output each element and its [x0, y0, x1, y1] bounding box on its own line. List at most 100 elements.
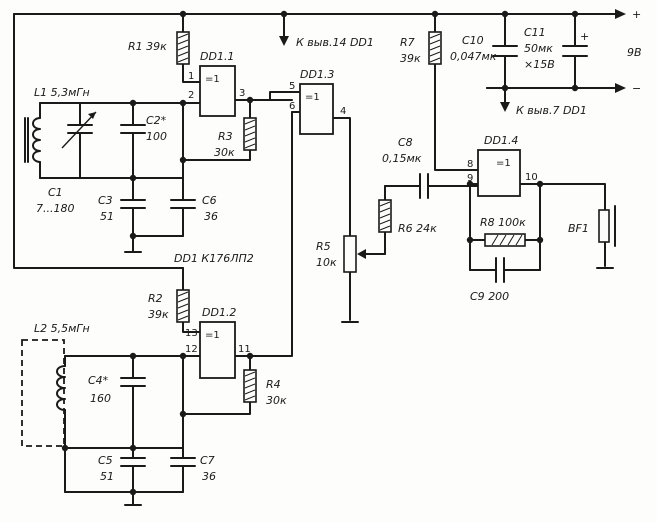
- component-ref: L1: [34, 86, 47, 99]
- gate-dd13: =1 DD1.3 5 6 4: [289, 68, 346, 135]
- component-value: 5,3мГн: [51, 86, 90, 99]
- component-value: 36: [204, 210, 218, 223]
- component-ref: R6: [398, 222, 413, 235]
- svg-text:L1 5,3мГн: L1 5,3мГн: [34, 86, 90, 99]
- component-ref: C1: [48, 186, 63, 199]
- component-ref: C11: [524, 26, 546, 39]
- component-ref: C6: [202, 194, 217, 207]
- svg-text:R6 24к: R6 24к: [398, 222, 437, 235]
- gate-dd14: =1 DD1.4 8 9 10: [467, 134, 538, 197]
- svg-text:L2 5,5мГн: L2 5,5мГн: [34, 322, 90, 335]
- component-value: 30к: [266, 394, 287, 407]
- minus-terminal-arrow-icon: [615, 83, 626, 93]
- gate-symbol: =1: [305, 92, 320, 103]
- capacitor-c11: + C11 50мк ×15В: [524, 26, 589, 71]
- speaker-bf1: BF1: [568, 205, 616, 247]
- component-ref: R2: [148, 292, 163, 305]
- voltage-label: 9В: [627, 46, 642, 59]
- svg-text:R8 100к: R8 100к: [480, 216, 526, 229]
- component-value: 36: [202, 470, 216, 483]
- pin7-arrow-icon: [500, 102, 510, 112]
- pin14-note: К выв.14 DD1: [296, 36, 374, 49]
- gate-name: DD1.3: [300, 68, 334, 81]
- capacitor-c6: C6 36: [170, 194, 218, 223]
- component-value: 0,047мк: [450, 50, 497, 63]
- capacitor-c8: C8 0,15мк: [382, 136, 429, 199]
- component-value: 100к: [498, 216, 526, 229]
- gate-name: DD1.4: [484, 134, 518, 147]
- resistor-r2: R2 39к: [148, 289, 190, 323]
- component-value: 50мк: [524, 42, 553, 55]
- resistor-r1: R1 39к: [128, 31, 190, 65]
- junctions: [61, 10, 579, 496]
- component-value: 7...180: [36, 202, 74, 215]
- component-ref: R1: [128, 40, 143, 53]
- capacitor-c2: C2* 100: [120, 114, 167, 143]
- inductor-l1: L1 5,3мГн: [24, 86, 90, 163]
- wiper-arrow-icon: [357, 249, 366, 259]
- minus-label: −: [632, 82, 641, 95]
- pin-label: 1: [188, 71, 194, 82]
- pin-label: 10: [525, 172, 538, 183]
- gate-name: DD1.1: [200, 50, 234, 63]
- gate-symbol: =1: [205, 74, 220, 85]
- svg-text:R1 39к: R1 39к: [128, 40, 167, 53]
- component-value: 39к: [148, 308, 169, 321]
- svg-text:C9 200: C9 200: [470, 290, 509, 303]
- ground-symbols: [124, 87, 492, 506]
- resistor-r4: R4 30к: [243, 369, 287, 407]
- component-value: 160: [90, 392, 111, 405]
- capacitor-c1: C1 7...180: [36, 111, 97, 215]
- resistor-r3: R3 30к: [214, 117, 257, 159]
- component-value: 39к: [400, 52, 421, 65]
- polarity-mark: +: [580, 30, 589, 43]
- component-ref: C4*: [88, 374, 109, 387]
- component-value: 5,5мГн: [51, 322, 90, 335]
- plus-terminal-arrow-icon: [615, 9, 626, 19]
- variable-arrow-icon: [88, 112, 96, 119]
- component-ref: R7: [400, 36, 415, 49]
- wiring: [13, 13, 616, 506]
- component-value: 24к: [416, 222, 437, 235]
- pin-label: 9: [467, 173, 473, 184]
- potentiometer-r5: R5 10к: [316, 235, 366, 273]
- pin-label: 3: [239, 88, 245, 99]
- component-ref: C10: [462, 34, 484, 47]
- component-value: 100: [146, 130, 167, 143]
- component-ref: L2: [34, 322, 47, 335]
- component-ref: R4: [266, 378, 281, 391]
- capacitor-c5: C5 51: [98, 454, 146, 483]
- pin-label: 8: [467, 159, 473, 170]
- component-ref: C2*: [146, 114, 167, 127]
- pin-label: 11: [238, 344, 251, 355]
- pin-label: 4: [340, 106, 346, 117]
- power-terminals: + − 9В: [279, 8, 642, 112]
- shield-outline: [21, 339, 65, 447]
- component-ref: BF1: [568, 222, 589, 235]
- component-value: 10к: [316, 256, 337, 269]
- component-value: 51: [100, 470, 114, 483]
- pin-label: 5: [289, 81, 295, 92]
- component-ref: R5: [316, 240, 331, 253]
- component-value: 39к: [146, 40, 167, 53]
- capacitor-c4: C4* 160: [88, 374, 146, 405]
- component-value: 0,15мк: [382, 152, 422, 165]
- capacitor-c9: C9 200: [470, 257, 509, 303]
- capacitor-c7: C7 36: [170, 454, 216, 483]
- gate-name: DD1.2: [202, 306, 236, 319]
- gate-dd11: =1 DD1.1 1 2 3: [188, 50, 245, 117]
- pin14-arrow-icon: [279, 36, 289, 46]
- component-rating: ×15В: [524, 58, 555, 71]
- chip-note: DD1 К176ЛП2: [174, 252, 254, 265]
- pin-label: 6: [289, 101, 295, 112]
- resistor-r7: R7 39к: [400, 31, 442, 65]
- component-ref: C9: [470, 290, 485, 303]
- pin7-note: К выв.7 DD1: [516, 104, 587, 117]
- gate-symbol: =1: [496, 158, 511, 169]
- component-value: 30к: [214, 146, 235, 159]
- resistor-r6: R6 24к: [378, 199, 437, 235]
- plus-label: +: [632, 8, 641, 21]
- inductor-l2: L2 5,5мГн: [21, 322, 90, 447]
- gate-symbol: =1: [205, 330, 220, 341]
